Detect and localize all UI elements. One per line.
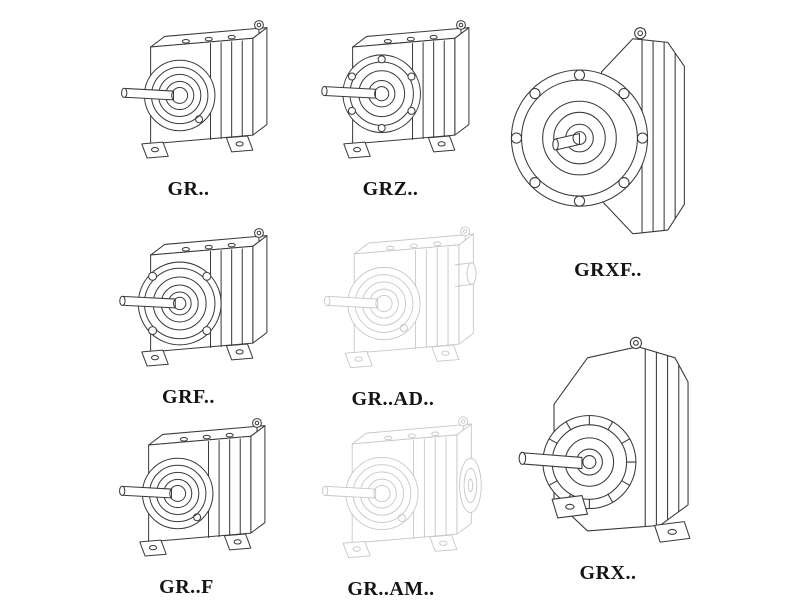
model-label-grxf: GRXF.. — [574, 259, 642, 281]
gr-ad-gearbox-ghost-drawing — [298, 216, 477, 383]
grxf-gearbox-drawing — [502, 24, 714, 254]
figure-gr: GR.. — [96, 10, 281, 201]
motor-adapter-flange-detail — [459, 457, 482, 513]
model-label-grf: GRF.. — [162, 386, 215, 408]
gr-f-gearbox-drawing — [94, 408, 279, 571]
figure-grxf: GRXF.. — [502, 24, 714, 282]
grz-gearbox-drawing — [298, 10, 483, 173]
grf-gearbox-drawing — [96, 218, 281, 381]
input-adapter-detail — [454, 262, 477, 287]
model-label-gr-f: GR..F — [159, 576, 214, 598]
figure-gr-ad: GR..AD.. — [298, 216, 488, 411]
gr-am-gearbox-ghost-drawing — [296, 406, 482, 573]
figure-gr-am: GR..AM.. — [296, 406, 486, 600]
model-label-grz: GRZ.. — [362, 178, 419, 200]
figure-grx: GRX.. — [496, 315, 720, 585]
figure-grz: GRZ.. — [298, 10, 483, 201]
grx-gearbox-drawing — [496, 315, 720, 557]
figure-grf: GRF.. — [96, 218, 281, 409]
gr-gearbox-drawing — [96, 10, 281, 173]
model-label-grx: GRX.. — [579, 562, 637, 584]
model-label-gr-ad: GR..AD.. — [351, 388, 435, 410]
figure-gr-f: GR..F — [94, 408, 279, 599]
model-label-gr-am: GR..AM.. — [347, 578, 435, 600]
model-label-gr: GR.. — [167, 178, 210, 200]
